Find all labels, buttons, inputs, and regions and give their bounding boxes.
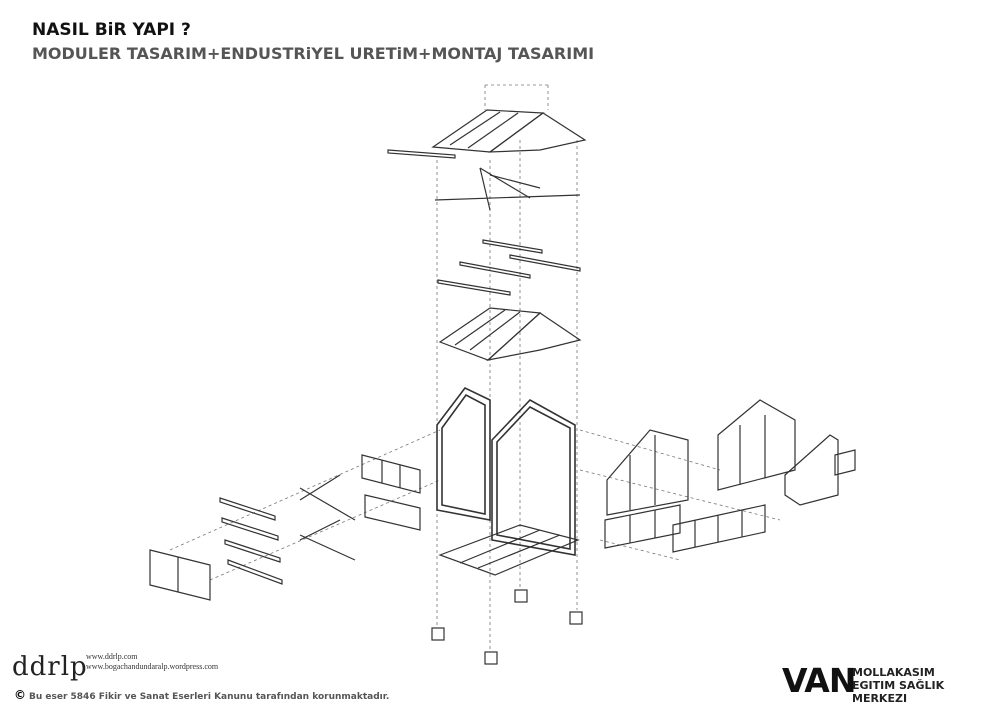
ddrlp-logo: ddrlp: [12, 652, 88, 682]
footings: [431, 589, 583, 665]
cross-bracing-top: [434, 167, 581, 211]
url-ddrlp[interactable]: www.ddrlp.com: [86, 652, 138, 661]
left-wall-panels: [149, 454, 421, 601]
frames: [436, 386, 576, 556]
copyright-notice: ©Bu eser 5846 Fikir ve Sanat Eserleri Ka…: [14, 688, 389, 702]
purlins: [437, 239, 581, 296]
brand-van: VAN: [782, 661, 856, 700]
brand-subtitle: MOLLAKASIM EGITIM SAĞLIK MERKEZI: [852, 666, 1000, 705]
right-wall-panels: [604, 399, 856, 553]
url-wordpress[interactable]: www.bogachandundaralp.wordpress.com: [86, 662, 219, 671]
top-roof: [387, 109, 587, 159]
copyright-icon: ©: [14, 688, 26, 702]
footer-urls: www.ddrlp.com www.bogachandundaralp.word…: [86, 652, 218, 672]
middle-roof: [438, 307, 582, 361]
guide-lines: [169, 84, 781, 650]
copyright-text: Bu eser 5846 Fikir ve Sanat Eserleri Kan…: [29, 692, 390, 702]
page-subtitle: MODULER TASARIM+ENDUSTRiYEL URETiM+MONTA…: [32, 44, 595, 63]
page-title: NASIL BiR YAPI ?: [32, 20, 191, 40]
brand-line2: EGITIM SAĞLIK MERKEZI: [852, 679, 945, 705]
brand-line1: MOLLAKASIM: [852, 666, 935, 679]
floor-panel: [438, 524, 580, 576]
